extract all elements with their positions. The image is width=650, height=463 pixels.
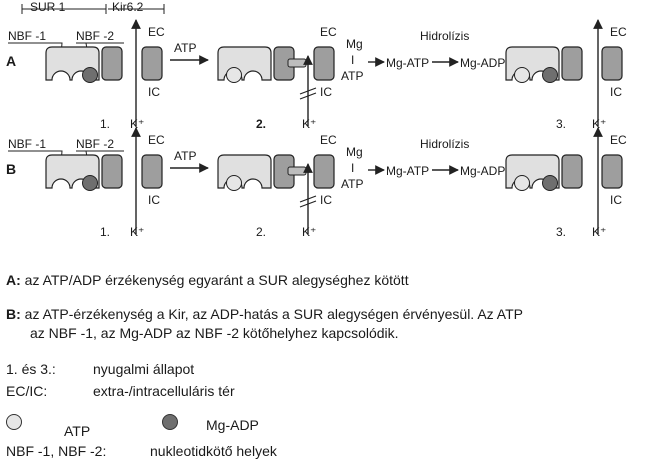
hydrolysis-label: Hidrolízis [420, 137, 469, 151]
mg-label: Mg [346, 145, 363, 159]
state1-channel [45, 46, 163, 83]
row-b: B NBF -1 NBF -2 K⁺ EC IC K⁺ EC IC K⁺ EC IC 1. 2. 3. ATP… [6, 127, 627, 239]
step-3: 3. [556, 117, 566, 131]
state2-atp-dot [226, 67, 242, 83]
step-2: 2. [256, 225, 266, 239]
ic-label-1: IC [148, 193, 160, 207]
ec-label-2: EC [320, 133, 337, 147]
state3-kir-right [601, 46, 623, 81]
nbf2-label: NBF -2 [76, 29, 114, 43]
state2-gate-plug [287, 166, 307, 176]
state2-sur-body [217, 154, 272, 189]
sur-label: SUR 1 [30, 0, 66, 14]
state2-kir-right [313, 154, 335, 189]
block-mark [299, 195, 317, 208]
step-1: 1. [100, 225, 110, 239]
mg-atp-label: ATP [341, 177, 363, 191]
k-label-1: K⁺ [130, 117, 144, 131]
state2-atp-dot [226, 175, 242, 191]
state3-atp-dot [514, 67, 530, 83]
hydrolysis-label: Hidrolízis [420, 29, 469, 43]
state3-kir-left [561, 154, 583, 189]
mg-bar: I [351, 161, 354, 175]
state2-sur-body [217, 46, 272, 81]
state3-kir-left [561, 46, 583, 81]
mg-bar: I [351, 53, 354, 67]
ec-label-2: EC [320, 25, 337, 39]
row-a: A NBF -1 NBF -2 K⁺ EC IC K⁺ EC IC K⁺ EC IC 1. 2. 3. ATP… [6, 19, 627, 131]
state3-atp-dot [514, 175, 530, 191]
mg-adp-text: Mg-ADP [460, 164, 505, 178]
state3-mgadp-dot [542, 175, 558, 191]
ec-label-3: EC [610, 133, 627, 147]
k-label-3: K⁺ [592, 117, 606, 131]
subunit-labels: SUR 1 Kir6.2 [21, 0, 165, 14]
state2-channel [217, 154, 335, 191]
state2-gate-plug [287, 58, 307, 68]
k-label-2: K⁺ [302, 117, 316, 131]
ec-label-1: EC [148, 133, 165, 147]
kir-label: Kir6.2 [112, 0, 144, 14]
state3-mgadp-dot [542, 67, 558, 83]
mg-atp-label: ATP [341, 69, 363, 83]
nbf1-label: NBF -1 [8, 29, 46, 43]
state3-channel [505, 46, 623, 83]
state1-kir-right [141, 46, 163, 81]
atp-arrow-label: ATP [174, 41, 196, 55]
state1-mgadp-dot [82, 175, 98, 191]
ic-label-3: IC [610, 85, 622, 99]
nbf1-label: NBF -1 [8, 137, 46, 151]
step-1: 1. [100, 117, 110, 131]
state1-kir-left [101, 154, 123, 189]
state3-kir-right [601, 154, 623, 189]
state1-channel [45, 154, 163, 191]
row-letter: A [6, 53, 16, 69]
step-2: 2. [256, 117, 266, 131]
k-label-2: K⁺ [302, 225, 316, 239]
ec-label-1: EC [148, 25, 165, 39]
ic-label-2: IC [320, 193, 332, 207]
nbf2-label: NBF -2 [76, 137, 114, 151]
mg-label: Mg [346, 37, 363, 51]
ec-label-3: EC [610, 25, 627, 39]
row-letter: B [6, 161, 16, 177]
ic-label-1: IC [148, 85, 160, 99]
state1-mgadp-dot [82, 67, 98, 83]
state2-kir-right [313, 46, 335, 81]
step-3: 3. [556, 225, 566, 239]
ic-label-2: IC [320, 85, 332, 99]
state1-kir-left [101, 46, 123, 81]
atp-arrow-label: ATP [174, 149, 196, 163]
block-mark [299, 87, 317, 100]
mg-atp-text: Mg-ATP [386, 164, 429, 178]
k-label-3: K⁺ [592, 225, 606, 239]
k-label-1: K⁺ [130, 225, 144, 239]
state2-channel [217, 46, 335, 83]
state1-kir-right [141, 154, 163, 189]
mg-adp-text: Mg-ADP [460, 56, 505, 70]
state3-channel [505, 154, 623, 191]
mg-atp-text: Mg-ATP [386, 56, 429, 70]
ic-label-3: IC [610, 193, 622, 207]
